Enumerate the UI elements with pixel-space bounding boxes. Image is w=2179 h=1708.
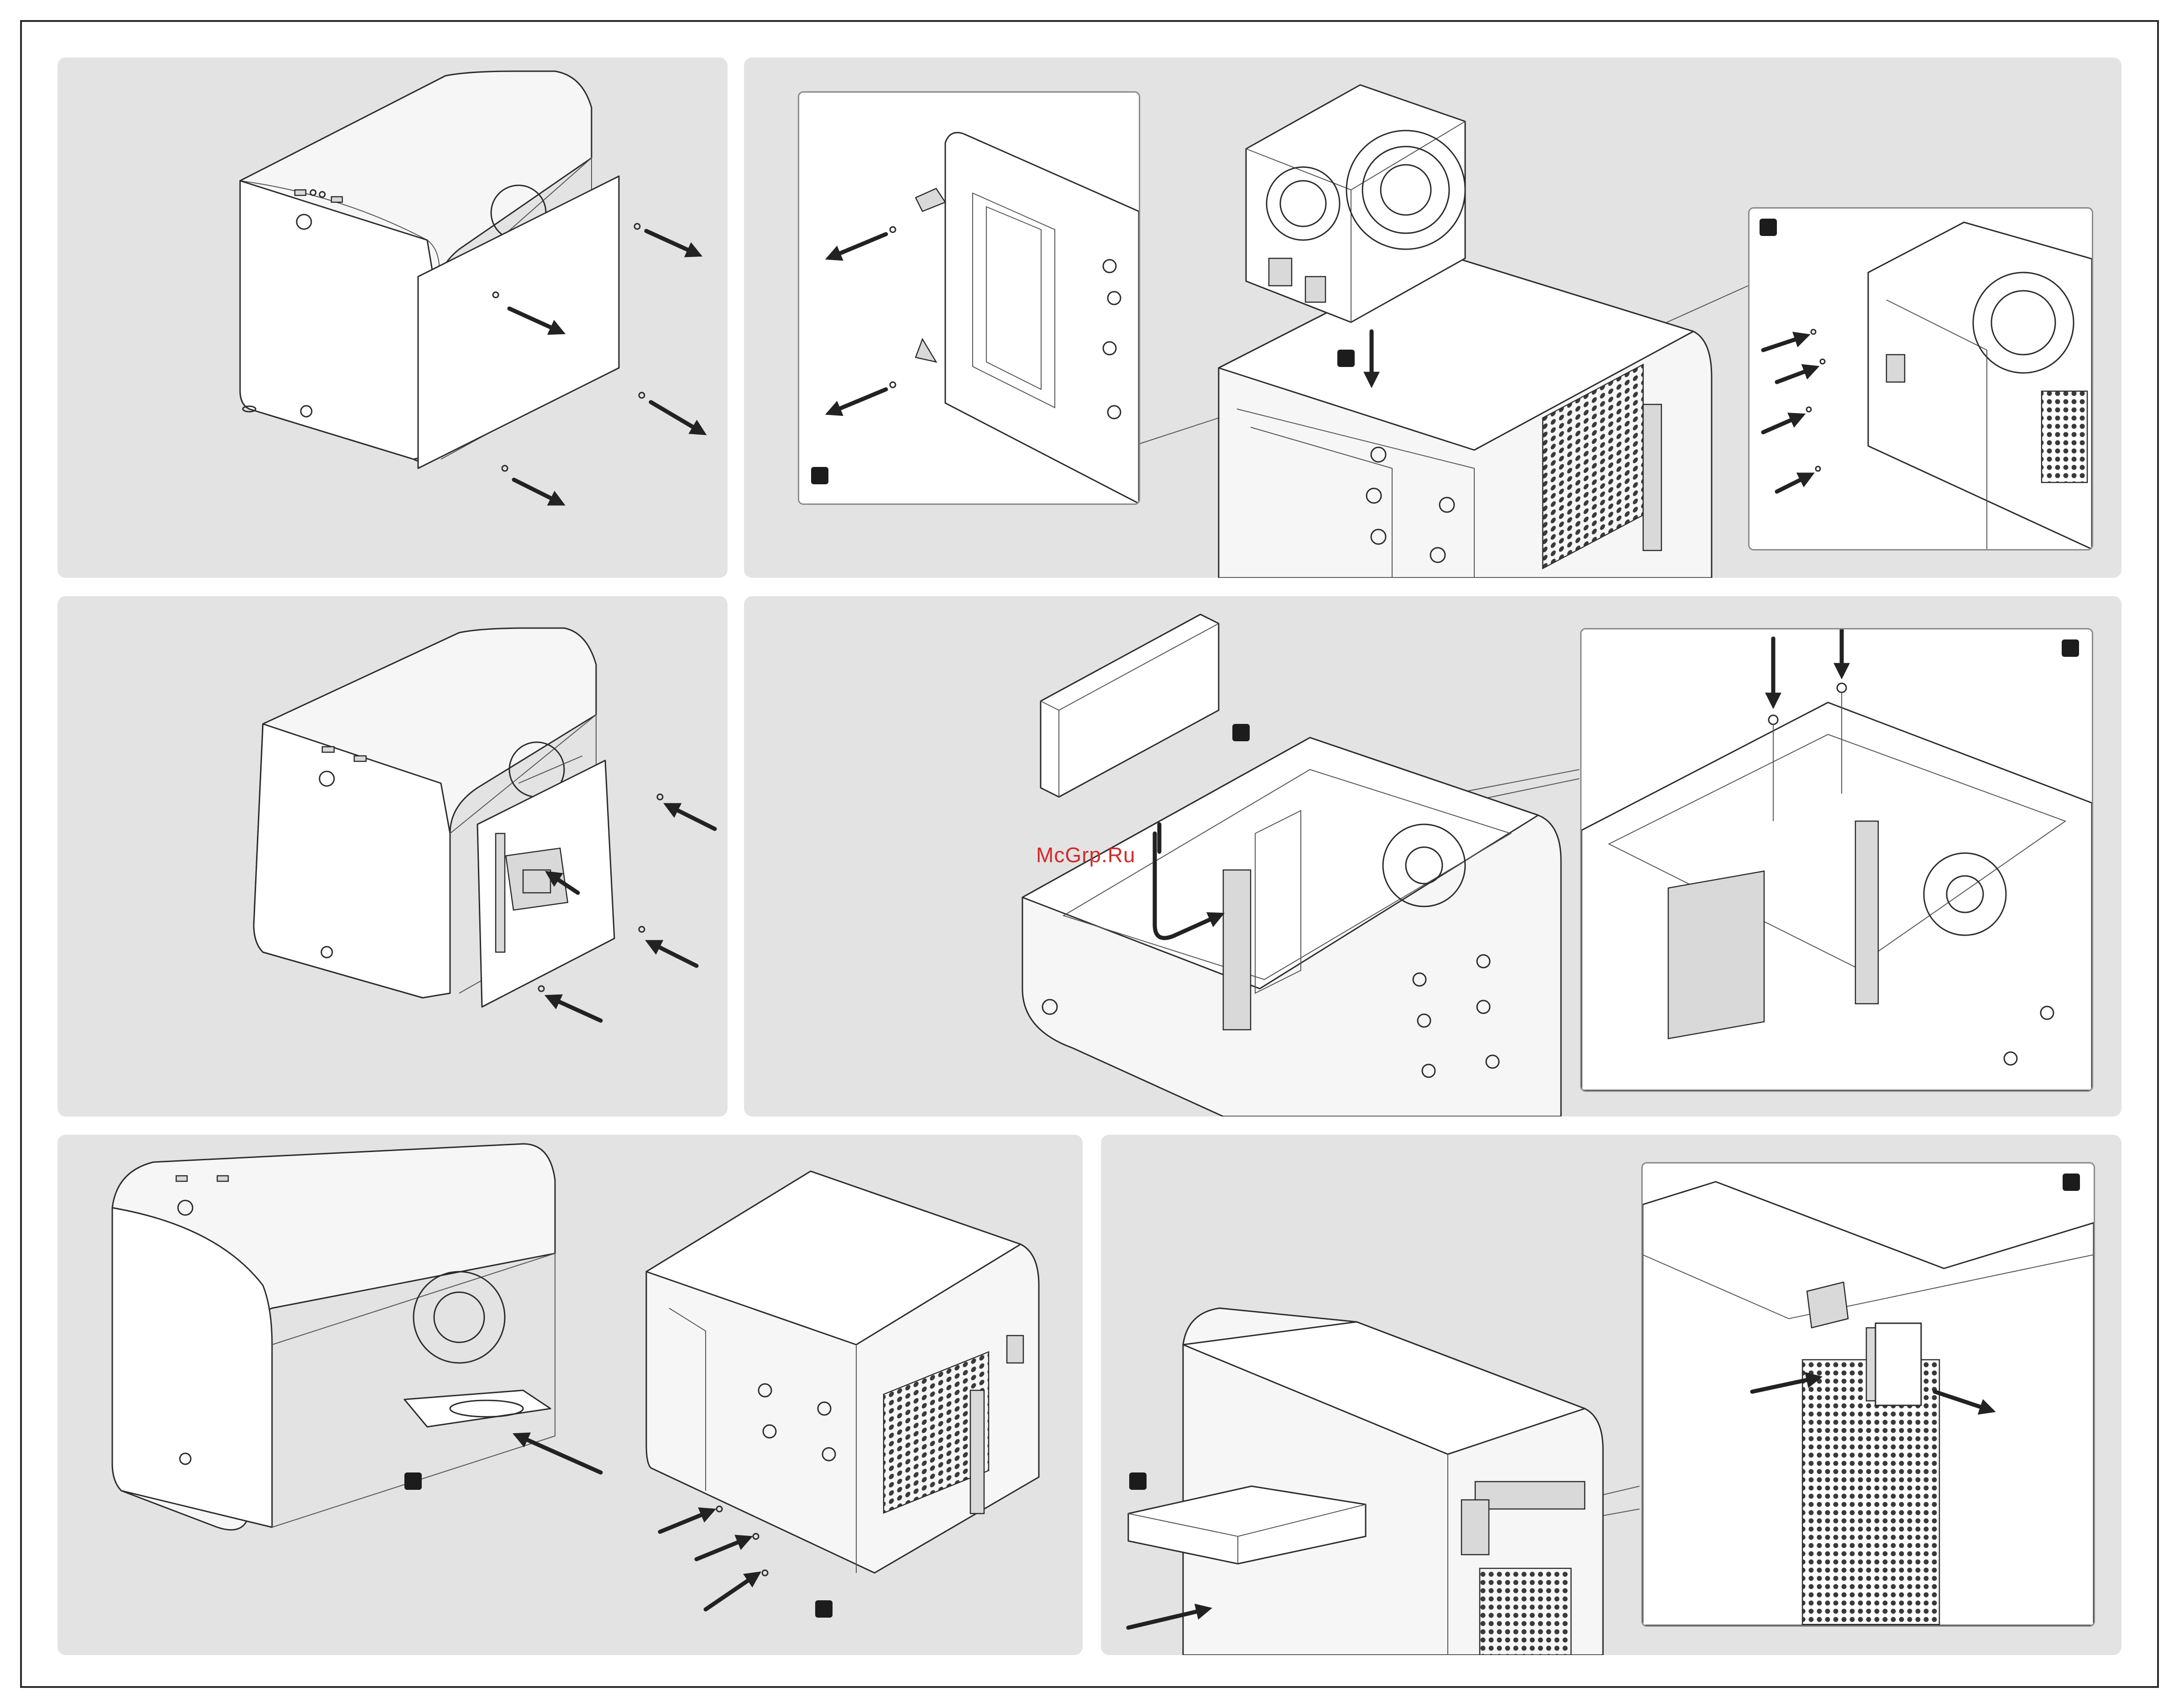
case-illustration (58, 1135, 1083, 1655)
step-badge-icon (2062, 639, 2079, 657)
step-panel-install-power-supply (744, 58, 2121, 578)
step-badge-icon (1129, 1472, 1147, 1490)
step-panel-install-drive: McGrp.Ru (744, 596, 2121, 1116)
step-panel-remove-drive-tray (58, 596, 728, 1116)
detail-inset-power-cable (1641, 1162, 2095, 1627)
step-badge-icon (1232, 724, 1250, 741)
step-badge-icon (404, 1472, 422, 1490)
detail-inset-bracket-screws (798, 91, 1140, 505)
step-panel-install-optical-drive (1101, 1135, 2121, 1655)
step-badge-icon (811, 467, 828, 484)
step-panel-remove-side-panel (58, 58, 728, 578)
step-badge-icon (815, 1600, 833, 1618)
watermark: McGrp.Ru (1036, 843, 1136, 867)
step-panel-insert-drive-tray (58, 1135, 1083, 1655)
case-illustration (58, 58, 728, 578)
step-badge-icon (2063, 1174, 2080, 1191)
detail-inset-psu-screws (1748, 207, 2093, 550)
step-badge-icon (1760, 219, 1777, 236)
case-illustration (58, 596, 728, 1116)
step-badge-icon (1337, 350, 1355, 367)
detail-inset-drive-screws (1580, 628, 2093, 1092)
drive-illustration (404, 1390, 550, 1427)
